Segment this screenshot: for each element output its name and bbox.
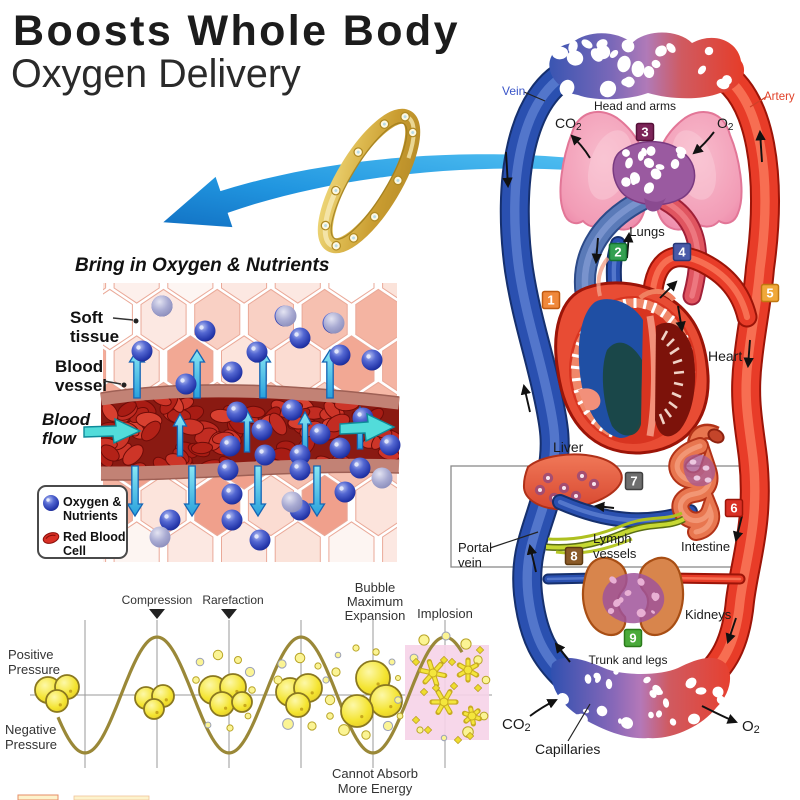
svg-text:Blood: Blood	[42, 410, 91, 429]
svg-text:Capillaries: Capillaries	[535, 741, 600, 757]
svg-text:Trunk and legs: Trunk and legs	[589, 653, 668, 667]
svg-text:Blood: Blood	[55, 357, 103, 376]
svg-text:Heart: Heart	[708, 348, 742, 364]
svg-text:Compression: Compression	[122, 593, 193, 607]
svg-text:Intestine: Intestine	[681, 539, 730, 554]
svg-text:Red Blood: Red Blood	[63, 530, 126, 544]
svg-text:CO2: CO2	[502, 716, 531, 734]
svg-text:vessels: vessels	[593, 546, 637, 561]
svg-text:8: 8	[570, 549, 577, 564]
svg-text:O2: O2	[717, 115, 734, 133]
svg-text:2: 2	[614, 245, 621, 260]
svg-text:flow: flow	[42, 429, 78, 448]
svg-text:9: 9	[629, 631, 636, 646]
svg-text:Maximum: Maximum	[347, 594, 403, 609]
svg-text:Boosts Whole Body: Boosts Whole Body	[13, 7, 460, 55]
svg-text:Pressure: Pressure	[8, 662, 60, 677]
svg-text:Artery: Artery	[764, 91, 795, 103]
svg-text:Liver: Liver	[553, 439, 584, 455]
svg-text:Kidneys: Kidneys	[685, 607, 732, 622]
svg-text:Portal: Portal	[458, 540, 492, 555]
svg-text:Head and arms: Head and arms	[594, 99, 676, 113]
svg-text:6: 6	[730, 501, 737, 516]
svg-text:1: 1	[547, 293, 554, 308]
svg-text:More Energy: More Energy	[338, 781, 413, 796]
svg-text:Oxygen &: Oxygen &	[63, 495, 121, 509]
svg-text:Cell: Cell	[63, 544, 86, 558]
svg-text:Cannot Absorb: Cannot Absorb	[332, 766, 418, 781]
svg-text:Lungs: Lungs	[629, 224, 665, 239]
svg-text:Bring in Oxygen & Nutrients: Bring in Oxygen & Nutrients	[75, 255, 329, 276]
svg-text:O2: O2	[742, 718, 760, 736]
svg-text:Rarefaction: Rarefaction	[202, 593, 263, 607]
svg-text:Bubble: Bubble	[355, 580, 395, 595]
svg-text:vessel: vessel	[55, 376, 107, 395]
svg-text:Expansion: Expansion	[345, 608, 406, 623]
svg-text:Nutrients: Nutrients	[63, 509, 118, 523]
svg-text:Pressure: Pressure	[5, 737, 57, 752]
svg-text:vein: vein	[458, 555, 482, 570]
svg-text:Vein: Vein	[502, 84, 525, 98]
svg-text:Oxygen Delivery: Oxygen Delivery	[11, 52, 301, 96]
svg-text:Soft: Soft	[70, 308, 103, 327]
svg-text:Implosion: Implosion	[417, 606, 473, 621]
svg-text:5: 5	[766, 286, 773, 301]
svg-text:4: 4	[678, 245, 686, 260]
svg-text:Lymph: Lymph	[593, 531, 632, 546]
svg-text:CO2: CO2	[555, 115, 582, 133]
svg-text:tissue: tissue	[70, 327, 119, 346]
svg-text:7: 7	[630, 474, 637, 489]
svg-text:Positive: Positive	[8, 647, 54, 662]
svg-text:Negative: Negative	[5, 722, 56, 737]
svg-text:3: 3	[641, 125, 648, 140]
